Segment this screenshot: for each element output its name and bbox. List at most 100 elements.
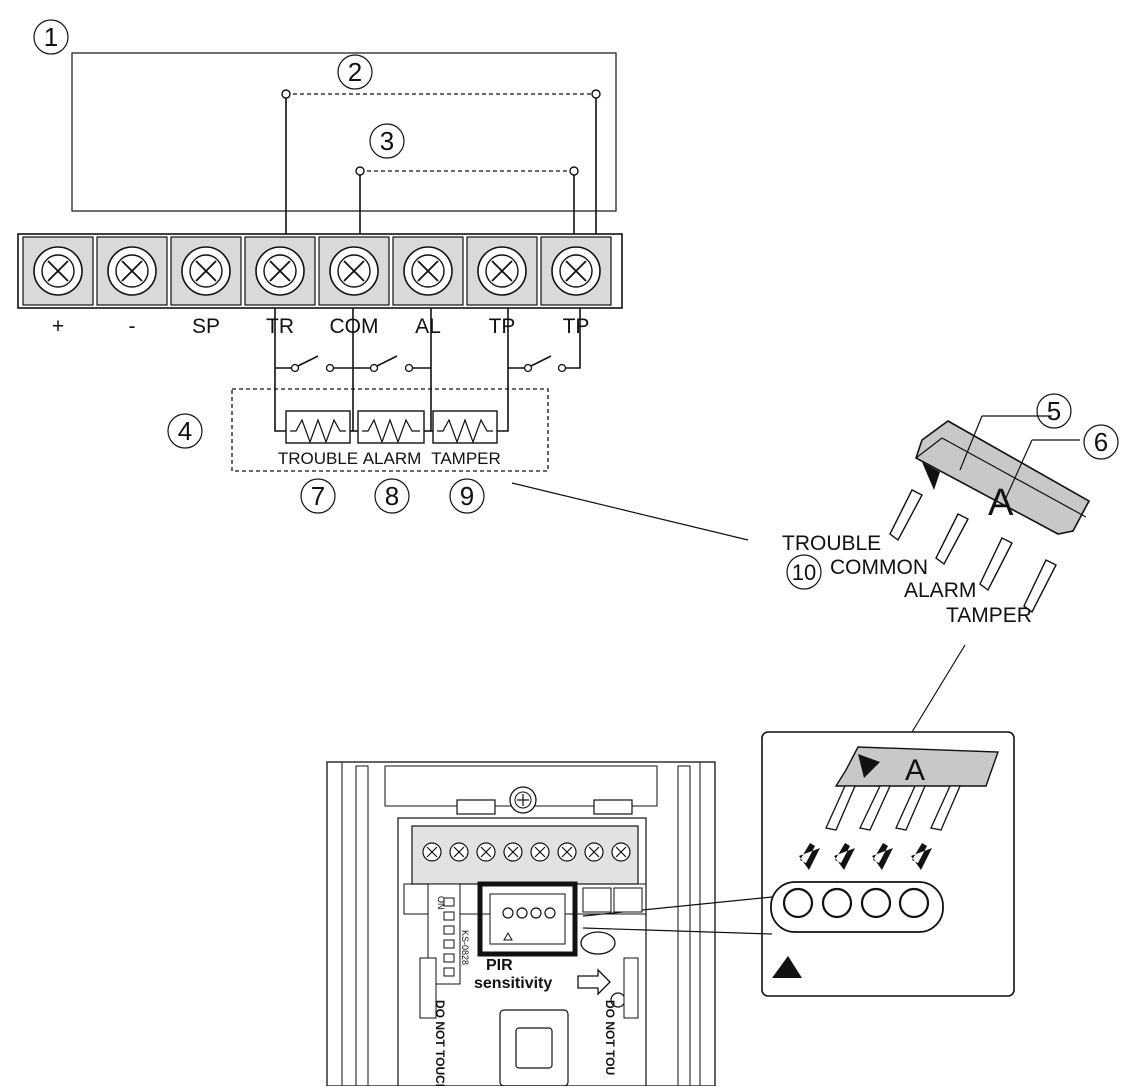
board-terminal-6 (584, 842, 604, 862)
callout-10-circle (786, 554, 822, 590)
callout-9: 9 (460, 481, 474, 511)
trouble-switch-contact-b (325, 363, 335, 373)
terminal-label-3: TR (266, 315, 294, 338)
board-terminal-7 (611, 842, 631, 862)
inset-socket-triangle (772, 956, 802, 978)
board-terminal-4 (530, 842, 550, 862)
wire-tp-right-down (565, 308, 581, 369)
warning-right: DO NOT TOU (603, 1000, 617, 1075)
inset-chip-triangle (858, 754, 880, 778)
pir-label: PIR (486, 957, 513, 974)
sensitivity-label: sensitivity (474, 975, 552, 992)
insertion-inset: A (582, 731, 1015, 997)
chip-pin-common: COMMON (830, 556, 928, 579)
callout-2: 2 (348, 57, 362, 87)
eol-resistor-box (231, 388, 549, 472)
terminal-label-5: AL (415, 315, 441, 338)
dip-switch-model: KS-0828 (460, 930, 470, 965)
leader-to-chip (511, 482, 749, 541)
terminal-7 (540, 236, 612, 306)
callout-6-circle (1083, 424, 1119, 460)
chip-pins (889, 489, 1057, 614)
terminal-label-1: - (129, 315, 136, 338)
callout-4-circle (167, 413, 203, 449)
trouble-switch-blade (297, 355, 319, 367)
callout-3: 3 (380, 126, 394, 156)
terminal-2 (170, 236, 242, 306)
terminal-6 (466, 236, 538, 306)
inset-socket (770, 881, 944, 933)
terminal-label-4: COM (330, 315, 379, 338)
detector-board: ON KS-0828 PIR sensitivity DO NOT TOUCH … (326, 761, 716, 1091)
terminal-label-6: TP (489, 315, 516, 338)
leader-to-inset (911, 644, 966, 733)
terminal-block (17, 233, 623, 309)
resistor-trouble (285, 410, 351, 444)
trouble-switch-contact-a (290, 363, 300, 373)
callout-2-circle (337, 54, 373, 90)
warning-left: DO NOT TOUCH (433, 1000, 447, 1086)
callout-10: 10 (792, 560, 816, 585)
callout-4: 4 (178, 416, 192, 446)
board-terminal-5 (557, 842, 577, 862)
inset-chip-letter: A (905, 754, 925, 787)
callout-7-circle (300, 478, 336, 514)
loop-3-node-left (355, 166, 365, 176)
eol-resistor-chip: A 5 6 TROUBLE 10 COMMON ALARM TAMPER (782, 393, 1119, 733)
board-eol-socket-highlight (477, 881, 578, 957)
resistor-alarm-label: ALARM (363, 449, 422, 468)
terminal-label-7: TP (563, 315, 590, 338)
inset-chip-body (834, 746, 999, 787)
callout-8-circle (374, 478, 410, 514)
tamper-switch-contact-a (523, 363, 533, 373)
chip-pin-tamper: TAMPER (946, 604, 1032, 627)
callout-7: 7 (311, 481, 325, 511)
tamper-switch-blade (530, 355, 552, 367)
loop-3-node-right (569, 166, 579, 176)
wire-tr-down (274, 308, 286, 432)
loop-2-node-right (591, 89, 601, 99)
terminal-label-0: + (52, 315, 64, 338)
chip-pin-trouble: TROUBLE (782, 532, 881, 555)
loop-2-node-left (281, 89, 291, 99)
terminal-label-2: SP (192, 315, 220, 338)
terminal-5 (392, 236, 464, 306)
control-panel: 1 2 3 (33, 19, 617, 262)
alarm-switch-blade (376, 355, 398, 367)
inset-chip-pins (825, 785, 961, 831)
resistor-trouble-label: TROUBLE (278, 449, 358, 468)
board-terminal-0 (422, 842, 442, 862)
terminal-3 (244, 236, 316, 306)
callout-1: 1 (44, 22, 58, 52)
alarm-switch-contact-b (404, 363, 414, 373)
board-terminal-strip (411, 825, 639, 885)
control-panel-box (71, 52, 617, 212)
resistor-tamper-label: TAMPER (431, 449, 501, 468)
callout-3-circle (369, 123, 405, 159)
board-terminal-3 (503, 842, 523, 862)
chip-pin-alarm: ALARM (904, 579, 976, 602)
dip-switch-on-label: ON (436, 896, 446, 910)
wire-tp-left-down (497, 308, 509, 432)
eol-circuit: TROUBLE ALARM TAMPER 4 7 8 9 (167, 308, 749, 541)
alarm-switch-contact-a (369, 363, 379, 373)
insertion-arrows (799, 843, 932, 870)
callout-5: 5 (1047, 396, 1061, 426)
terminal-4 (318, 236, 390, 306)
sensitivity-arrow-icon (577, 968, 611, 996)
callout-8: 8 (385, 481, 399, 511)
board-terminal-2 (476, 842, 496, 862)
resistor-alarm (357, 410, 425, 444)
terminal-1 (96, 236, 168, 306)
resistor-tamper (432, 410, 498, 444)
callout-9-circle (449, 478, 485, 514)
callout-5-circle (1036, 393, 1072, 429)
terminal-0 (22, 236, 94, 306)
board-terminal-1 (449, 842, 469, 862)
callout-1-circle (33, 19, 69, 55)
callout-6: 6 (1094, 427, 1108, 457)
tamper-switch-contact-b (557, 363, 567, 373)
chip-orientation-triangle (922, 462, 940, 490)
